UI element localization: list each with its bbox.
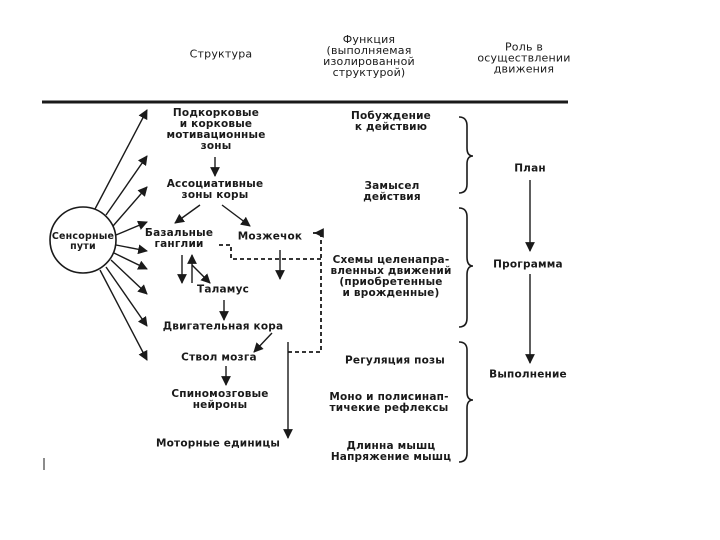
header-role: Роль в осуществлении движения: [477, 40, 571, 76]
fan-arrow-4: [115, 220, 148, 236]
fan-arrow-6: [113, 252, 148, 270]
structure-cerebellum: Мозжечок: [237, 230, 303, 243]
arrow-to-thalamus: [191, 264, 211, 284]
structure-motor-units: Моторные единицы: [155, 437, 281, 450]
role-plan: План: [514, 162, 546, 175]
fan-arrow-1: [94, 109, 148, 210]
brace-program: [458, 207, 474, 328]
structure-associative: Ассоциативные зоны коры: [166, 178, 264, 201]
role-execution: Выполнение: [489, 368, 567, 381]
fan-arrow-5: [115, 244, 148, 255]
dashed-loop-line: [219, 244, 322, 353]
sensory-label: Сенсорные пути: [51, 231, 115, 252]
function-schemes: Схемы целенапра- вленных движений (приоб…: [330, 254, 452, 299]
role-program: Программа: [493, 258, 563, 271]
structure-basal: Базальные ганглии: [144, 227, 214, 250]
fan-arrow-8: [105, 266, 148, 327]
structure-spinal: Спиномозговые нейроны: [171, 388, 269, 411]
arrow-associative-cerebellum: [221, 204, 251, 227]
header-structure: Структура: [189, 47, 253, 61]
function-muscle: Длинна мышц Напряжение мышц: [330, 440, 452, 463]
arrow-motor-brainstem: [253, 332, 273, 353]
fan-arrow-7: [110, 259, 148, 295]
structure-subcortical: Подкорковые и корковые мотивационные зон…: [166, 107, 266, 152]
fan-arrow-2: [105, 155, 148, 216]
sensory-circle: [49, 206, 117, 274]
function-posture: Регуляция позы: [345, 354, 445, 367]
arrow-associative-basal: [174, 204, 201, 224]
structure-brainstem: Ствол мозга: [181, 351, 257, 364]
structure-thalamus: Таламус: [196, 283, 250, 296]
brace-plan: [458, 116, 474, 194]
structure-motor-cortex: Двигательная кора: [162, 320, 284, 333]
brace-execution: [458, 341, 474, 463]
function-intent: Замысел действия: [363, 180, 421, 203]
function-reflexes: Моно и полисинап- тичекие рефлексы: [329, 391, 449, 414]
header-function: Функция (выполняемая изолированной струк…: [323, 33, 415, 79]
sensory-fan-arrows: [94, 109, 148, 361]
fan-arrow-9: [99, 269, 148, 361]
fan-arrow-3: [112, 186, 148, 227]
function-urge: Побуждение к действию: [351, 110, 431, 133]
